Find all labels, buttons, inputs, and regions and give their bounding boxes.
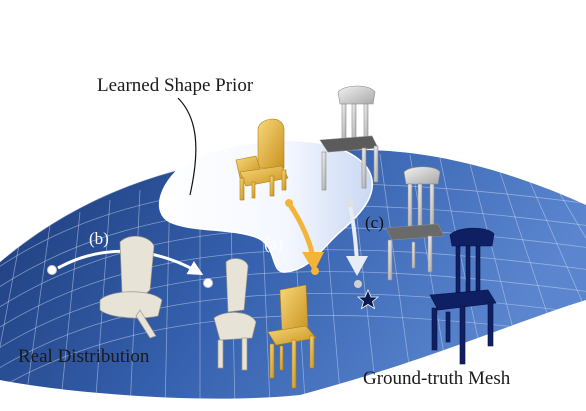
arrow-a (287, 203, 324, 272)
gold-armchair-icon (235, 118, 289, 201)
distorted-chair-icon (213, 258, 257, 371)
arrow-c (346, 204, 368, 276)
silver-chair-icon (319, 85, 379, 191)
learned-prior-label: Learned Shape Prior (97, 75, 254, 96)
step-a-label: (a) (264, 234, 283, 253)
silver-chair-right-icon (385, 166, 445, 281)
point-a-start (285, 199, 293, 207)
step-b-label: (b) (89, 229, 109, 248)
prior-callout-line (177, 97, 197, 196)
point-a-end (311, 267, 319, 275)
real-distribution-label: Real Distribution (18, 346, 150, 367)
step-c-label: (c) (365, 213, 384, 232)
star-icon (356, 288, 380, 310)
bone-shape-icon (99, 235, 163, 339)
point-c-end (354, 280, 362, 288)
point-c-start (346, 199, 354, 207)
navy-chair-icon (429, 227, 497, 365)
gold-chair-icon (267, 284, 317, 389)
ground-truth-label: Ground-truth Mesh (363, 368, 511, 389)
point-b-start (47, 265, 57, 275)
point-b-end (203, 278, 213, 288)
